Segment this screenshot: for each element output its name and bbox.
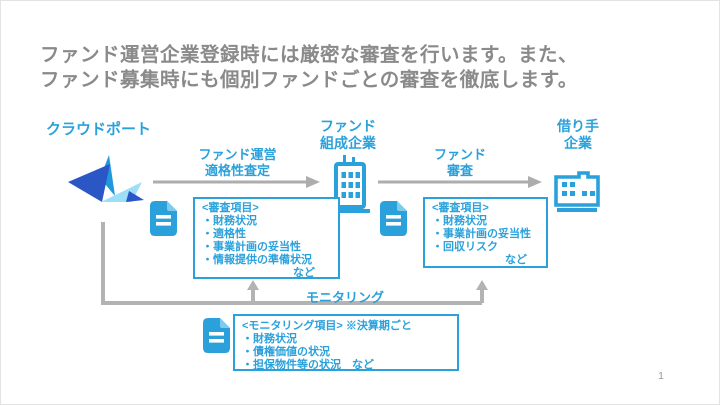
page-title-line1: ファンド運営企業登録時には厳密な審査を行います。また、 [40, 44, 579, 66]
page-title: ファンド運営企業登録時には厳密な審査を行います。また、 ファンド募集時にも個別フ… [40, 43, 680, 92]
fund-company-label: ファンド 組成企業 [308, 118, 388, 152]
flow-label-fund-screening: ファンド 審査 [420, 147, 500, 178]
screening1-item: ・財務状況 [202, 214, 257, 227]
screening2-heading: <審査項目> [432, 202, 489, 214]
page-number: 1 [658, 370, 664, 382]
flow-label-fund-operation-assessment: ファンド運営 適格性査定 [175, 147, 300, 178]
screening1-heading: <審査項目> [202, 202, 259, 214]
monitoring-item: ・担保物件等の状況 など [242, 359, 374, 371]
screening-items-box-2: <審査項目> ・財務状況 ・事業計画の妥当性 ・回収リスク など [423, 197, 548, 268]
monitoring-heading: <モニタリング項目> ※決算期ごと [242, 320, 412, 332]
screening-items-box-1: <審査項目> ・財務状況 ・適格性 ・事業計画の妥当性 ・情報提供の準備状況 な… [193, 197, 340, 279]
flow2-line2: 審査 [446, 162, 473, 178]
monitoring-item: ・債権価値の状況 [242, 346, 330, 358]
document-icon [380, 201, 407, 236]
crowdport-label: クラウドポート [46, 121, 152, 138]
document-icon [150, 201, 177, 236]
flow1-line2: 適格性査定 [204, 162, 270, 178]
screening2-suffix: など [505, 253, 527, 266]
screening1-item: ・事業計画の妥当性 [202, 240, 301, 253]
screening1-item: ・情報提供の準備状況 [202, 253, 312, 266]
screening2-item: ・事業計画の妥当性 [432, 227, 531, 240]
screening2-item: ・財務状況 [432, 214, 487, 227]
company-building-icon [554, 171, 600, 212]
borrower-label-line2: 企業 [564, 135, 592, 151]
monitoring-item: ・財務状況 [242, 333, 297, 345]
borrower-label: 借り手 企業 [543, 118, 613, 152]
page-title-line2: ファンド募集時にも個別ファンドごとの審査を徹底します。 [40, 68, 578, 91]
office-building-icon [330, 155, 370, 213]
flow1-line1: ファンド運営 [198, 147, 277, 162]
screening1-suffix: など [293, 266, 315, 279]
flow2-line1: ファンド [433, 147, 486, 162]
screening1-item: ・適格性 [202, 227, 246, 240]
fund-company-label-line1: ファンド [320, 118, 376, 134]
monitoring-label: モニタリング [305, 290, 384, 305]
monitoring-items-box: <モニタリング項目> ※決算期ごと ・財務状況 ・債権価値の状況 ・担保物件等の… [233, 314, 459, 371]
borrower-label-line1: 借り手 [557, 118, 599, 134]
fund-company-label-line2: 組成企業 [320, 135, 376, 151]
screening2-item: ・回収リスク [432, 240, 498, 253]
origami-bird-logo [68, 155, 144, 202]
document-icon [203, 318, 230, 353]
